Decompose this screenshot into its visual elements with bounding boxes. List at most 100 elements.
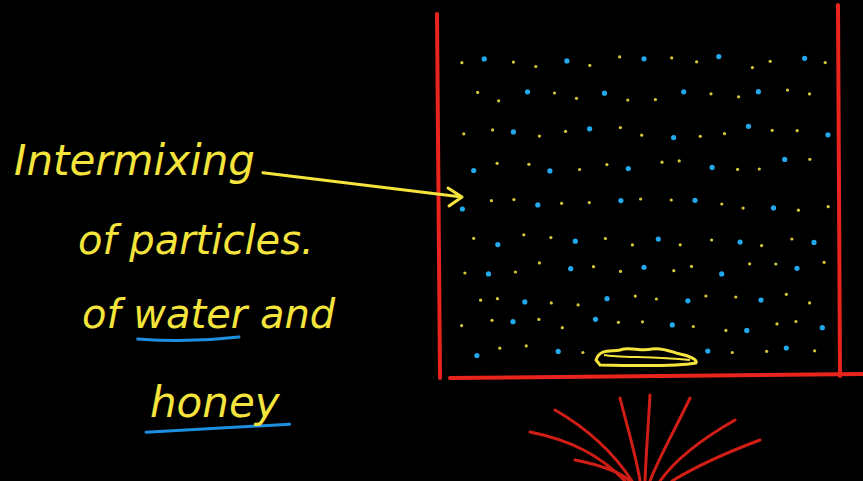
honey-particle	[660, 161, 663, 164]
water-particle	[482, 56, 487, 61]
honey-particle	[575, 97, 578, 100]
water-particle	[568, 266, 573, 271]
water-particle	[758, 298, 763, 303]
water-particle	[573, 239, 578, 244]
honey-particle	[672, 269, 675, 272]
honey-particle	[617, 321, 620, 324]
water-particle	[782, 157, 787, 162]
honey-particle	[731, 351, 734, 354]
water-particle	[802, 56, 807, 61]
water-particle	[587, 126, 592, 131]
honey-particle	[460, 324, 463, 327]
water-particle	[495, 242, 500, 247]
honey-particle	[641, 320, 644, 323]
honey-particle	[813, 349, 816, 352]
honey-particle	[525, 344, 528, 347]
water-particle	[756, 89, 761, 94]
honey-particle	[463, 271, 466, 274]
water-particle	[681, 89, 686, 94]
water-particle	[670, 322, 675, 327]
honey-particle	[553, 91, 556, 94]
water-particle	[602, 91, 607, 96]
honey-particle	[498, 347, 501, 350]
honey-particle	[561, 326, 564, 329]
honey-particle	[724, 329, 727, 332]
honey-particle	[737, 95, 740, 98]
honey-particle	[619, 270, 622, 273]
water-particle	[738, 240, 743, 245]
water-particle	[535, 202, 540, 207]
honey-particle	[460, 61, 463, 64]
water-particle	[618, 198, 623, 203]
honey-particle	[808, 92, 811, 95]
water-particle	[685, 298, 690, 303]
honey-particle	[794, 320, 797, 323]
pointer-arrow	[263, 173, 462, 206]
water-particle	[784, 345, 789, 350]
water-particle	[794, 266, 799, 271]
water-particle	[474, 353, 479, 358]
honey-particle	[796, 129, 799, 132]
honey-particle	[808, 158, 811, 161]
water-particle	[716, 54, 721, 59]
honey-particle	[808, 301, 811, 304]
honey-particle	[472, 237, 475, 240]
note-text: honey	[150, 380, 280, 426]
honey-particle	[654, 98, 657, 101]
honey-particle	[537, 318, 540, 321]
water-particle	[486, 271, 491, 276]
water-particle	[746, 124, 751, 129]
water-particle	[820, 325, 825, 330]
honey-particle	[592, 265, 595, 268]
beaker	[437, 5, 862, 378]
honey-particle	[479, 299, 482, 302]
honey-particle	[497, 99, 500, 102]
honey-particle	[769, 60, 772, 63]
honey-particle	[670, 56, 673, 59]
honey-particle	[538, 261, 541, 264]
honey-particle	[512, 61, 515, 64]
honey-particle	[618, 55, 621, 58]
honey-particle	[709, 92, 712, 95]
water-particle	[692, 198, 697, 203]
honey-particle	[695, 60, 698, 63]
honey-particle	[640, 134, 643, 137]
honey-particle	[490, 199, 493, 202]
honey-particle	[690, 265, 693, 268]
honey-particle	[797, 209, 800, 212]
honey-particle	[550, 301, 553, 304]
note-text: Intermixing	[14, 138, 255, 184]
honey-particle	[771, 129, 774, 132]
honey-particle	[619, 126, 622, 129]
water-particle	[771, 205, 776, 210]
underline	[138, 337, 290, 432]
honey-particle	[785, 293, 788, 296]
honey-particle	[699, 135, 702, 138]
honey-particle	[581, 351, 584, 354]
water-particle	[525, 89, 530, 94]
honey-particle	[723, 132, 726, 135]
water-particle	[556, 349, 561, 354]
honey-particle	[534, 65, 537, 68]
water-particle	[671, 135, 676, 140]
water-particle	[641, 56, 646, 61]
honey-particle	[577, 303, 580, 306]
water-particle	[710, 165, 715, 170]
water-particle	[510, 319, 515, 324]
honey-particle	[679, 243, 682, 246]
honey-particle	[604, 237, 607, 240]
water-particle	[825, 132, 830, 137]
honey-particle	[549, 236, 552, 239]
honey-texture	[604, 355, 690, 360]
water-particle	[656, 237, 661, 242]
honey-particle	[786, 89, 789, 92]
honey-particle	[790, 237, 793, 240]
honey-particle	[496, 162, 499, 165]
honey-particle	[823, 261, 826, 264]
honey-particle	[678, 159, 681, 162]
honey-particle	[588, 201, 591, 204]
honey-particle	[496, 297, 499, 300]
particles	[460, 54, 831, 358]
honey-particle	[765, 350, 768, 353]
honey-particle	[742, 207, 745, 210]
